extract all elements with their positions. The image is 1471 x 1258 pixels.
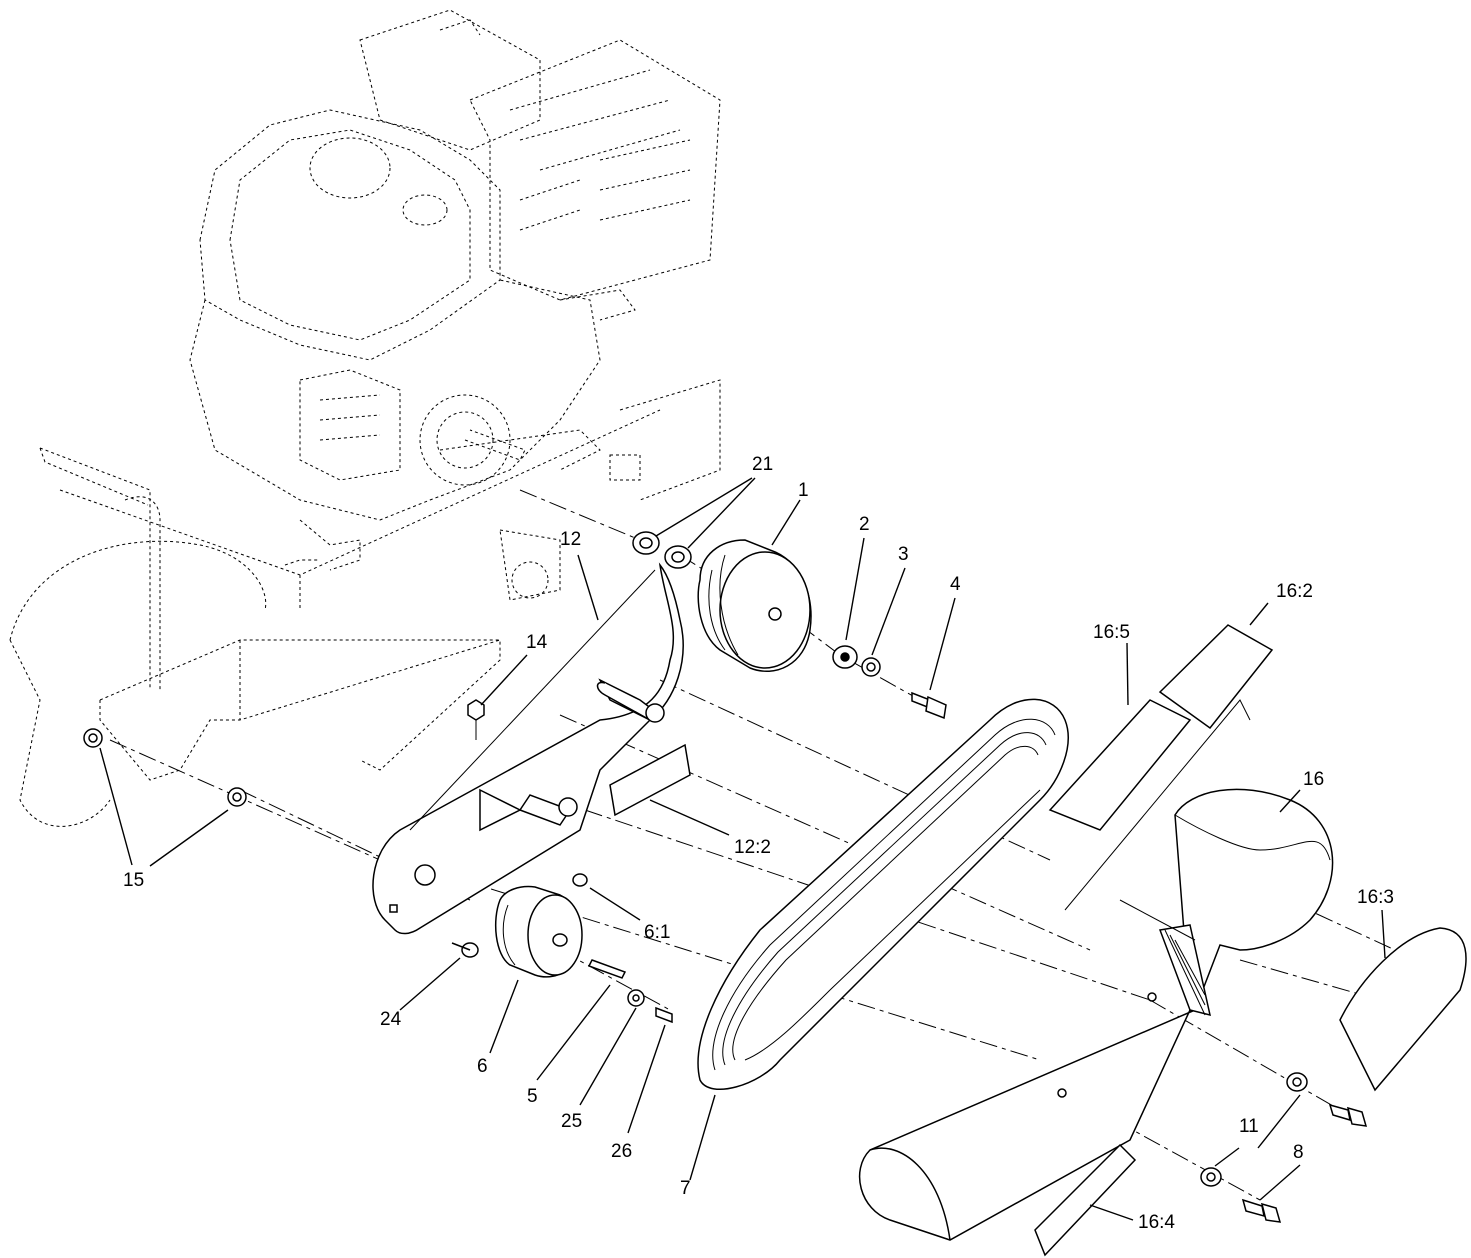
callout-1: 1 [798,480,809,501]
bolt-4 [911,691,947,720]
callout-labels: 21 1 2 3 4 12 14 15 12:2 6:1 24 6 5 25 2… [123,454,1394,1233]
callout-14: 14 [526,632,548,653]
callout-11: 11 [1239,1116,1259,1137]
callout-16-2: 16:2 [1276,581,1313,602]
frame-assembly [9,379,721,827]
decal-16-4 [1034,1143,1137,1257]
callout-12: 12 [560,529,581,550]
leader-lines [99,477,1386,1221]
callout-26: 26 [611,1141,632,1162]
callout-24: 24 [380,1009,402,1030]
washer-21-a [632,531,660,555]
nut-15-a [83,728,103,748]
callout-6-1: 6:1 [644,922,670,943]
callout-4: 4 [950,574,961,595]
key-5 [587,959,627,979]
callout-7: 7 [680,1178,691,1199]
washer-25 [627,989,645,1007]
decal-16-3 [1339,927,1467,1092]
callout-5: 5 [527,1086,538,1107]
callout-25: 25 [561,1111,582,1132]
pin-24 [451,942,479,958]
washer-21-b [664,545,692,569]
setscrew-6-1 [572,873,588,887]
callout-21: 21 [752,454,773,475]
nut-15-b [227,787,247,807]
callout-16-5: 16:5 [1093,622,1130,643]
callout-16-4: 16:4 [1138,1212,1175,1233]
belt-7 [697,698,1069,1090]
idler-arm-12 [372,562,684,935]
bolt-8-a [1328,1103,1368,1127]
washer-11-a [1286,1072,1308,1092]
decal-12-2 [609,743,691,817]
belt-guard-16 [858,699,1334,1241]
callout-15: 15 [123,870,144,891]
pulley-6 [494,885,583,978]
washer-3 [861,657,881,677]
callout-16-3: 16:3 [1357,887,1394,908]
callout-16: 16 [1303,769,1324,790]
callout-2: 2 [859,514,870,535]
bolt-14 [467,699,485,740]
engine [189,9,721,521]
decal-16-5 [1048,699,1192,831]
pulley-1 [697,539,812,672]
callout-3: 3 [898,544,909,565]
bolt-26 [655,1006,673,1024]
callout-8: 8 [1293,1142,1304,1163]
callout-12-2: 12:2 [734,837,771,858]
washer-11-b [1200,1167,1222,1187]
washer-2 [832,645,858,669]
callout-6: 6 [477,1056,488,1077]
decal-16-2 [1158,624,1274,730]
bolt-8-b [1241,1198,1282,1223]
